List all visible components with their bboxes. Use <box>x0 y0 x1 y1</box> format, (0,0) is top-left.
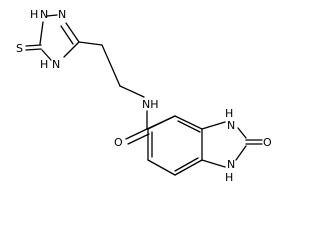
bond-b2-n3 <box>201 121 226 130</box>
bond-b6-b1 <box>147 115 176 130</box>
bond-ch2b-nh <box>119 85 145 98</box>
molecule-canvas: H N N S N H NH O H N O N H <box>16 8 272 184</box>
bond-n1-b3 <box>201 159 226 168</box>
atom-h-n4-triazole: H <box>40 58 48 71</box>
bond-c5-s-a <box>25 44 42 47</box>
bond-carbonyl-o-a <box>125 128 148 140</box>
bond-n1-n2 <box>46 14 58 17</box>
bond-c3-n4 <box>63 41 80 58</box>
atom-n2-triazole: N <box>58 8 66 21</box>
bond-b1-b2 <box>174 115 203 130</box>
bond-n2-c3-double <box>60 25 74 45</box>
bond-c3-ch2a <box>78 41 103 46</box>
atom-h-n1-benzimidazolone: H <box>225 171 233 184</box>
atom-s-thione: S <box>16 42 23 55</box>
structure-diagram: H N N S N H NH O H N O N H <box>16 8 272 184</box>
bond-carbonyl-o-b <box>127 133 150 145</box>
atom-amide-o: O <box>114 136 123 149</box>
bond-b3-b4-inner <box>174 157 199 172</box>
bond-c5-n1 <box>39 21 44 45</box>
atom-urea-o: O <box>263 136 272 149</box>
atom-n1-benzimidazolone: N <box>227 158 235 171</box>
bond-ch2a-ch2b <box>101 44 121 87</box>
atom-n1-triazole: N <box>40 8 48 21</box>
bond-c2-n1 <box>235 145 247 161</box>
atom-h-n1-triazole: H <box>30 8 38 21</box>
bond-n4-c5 <box>41 49 52 61</box>
atom-h-n3-benzimidazolone: H <box>225 107 233 120</box>
bond-n2-c3 <box>65 22 80 43</box>
atom-amide-nh: NH <box>142 98 159 111</box>
atom-n3-benzimidazolone: N <box>227 119 235 132</box>
atom-labels: H N N S N H NH O H N O N H <box>16 8 272 184</box>
bond-n3-c2 <box>237 127 247 139</box>
bond-lines <box>25 14 263 176</box>
bond-c5-s-b <box>25 48 42 51</box>
bond-b1-b2-inner <box>177 120 201 133</box>
bond-b3-b4 <box>174 159 203 176</box>
bond-b4-b5 <box>147 159 176 176</box>
atom-n4-triazole: N <box>52 58 60 71</box>
